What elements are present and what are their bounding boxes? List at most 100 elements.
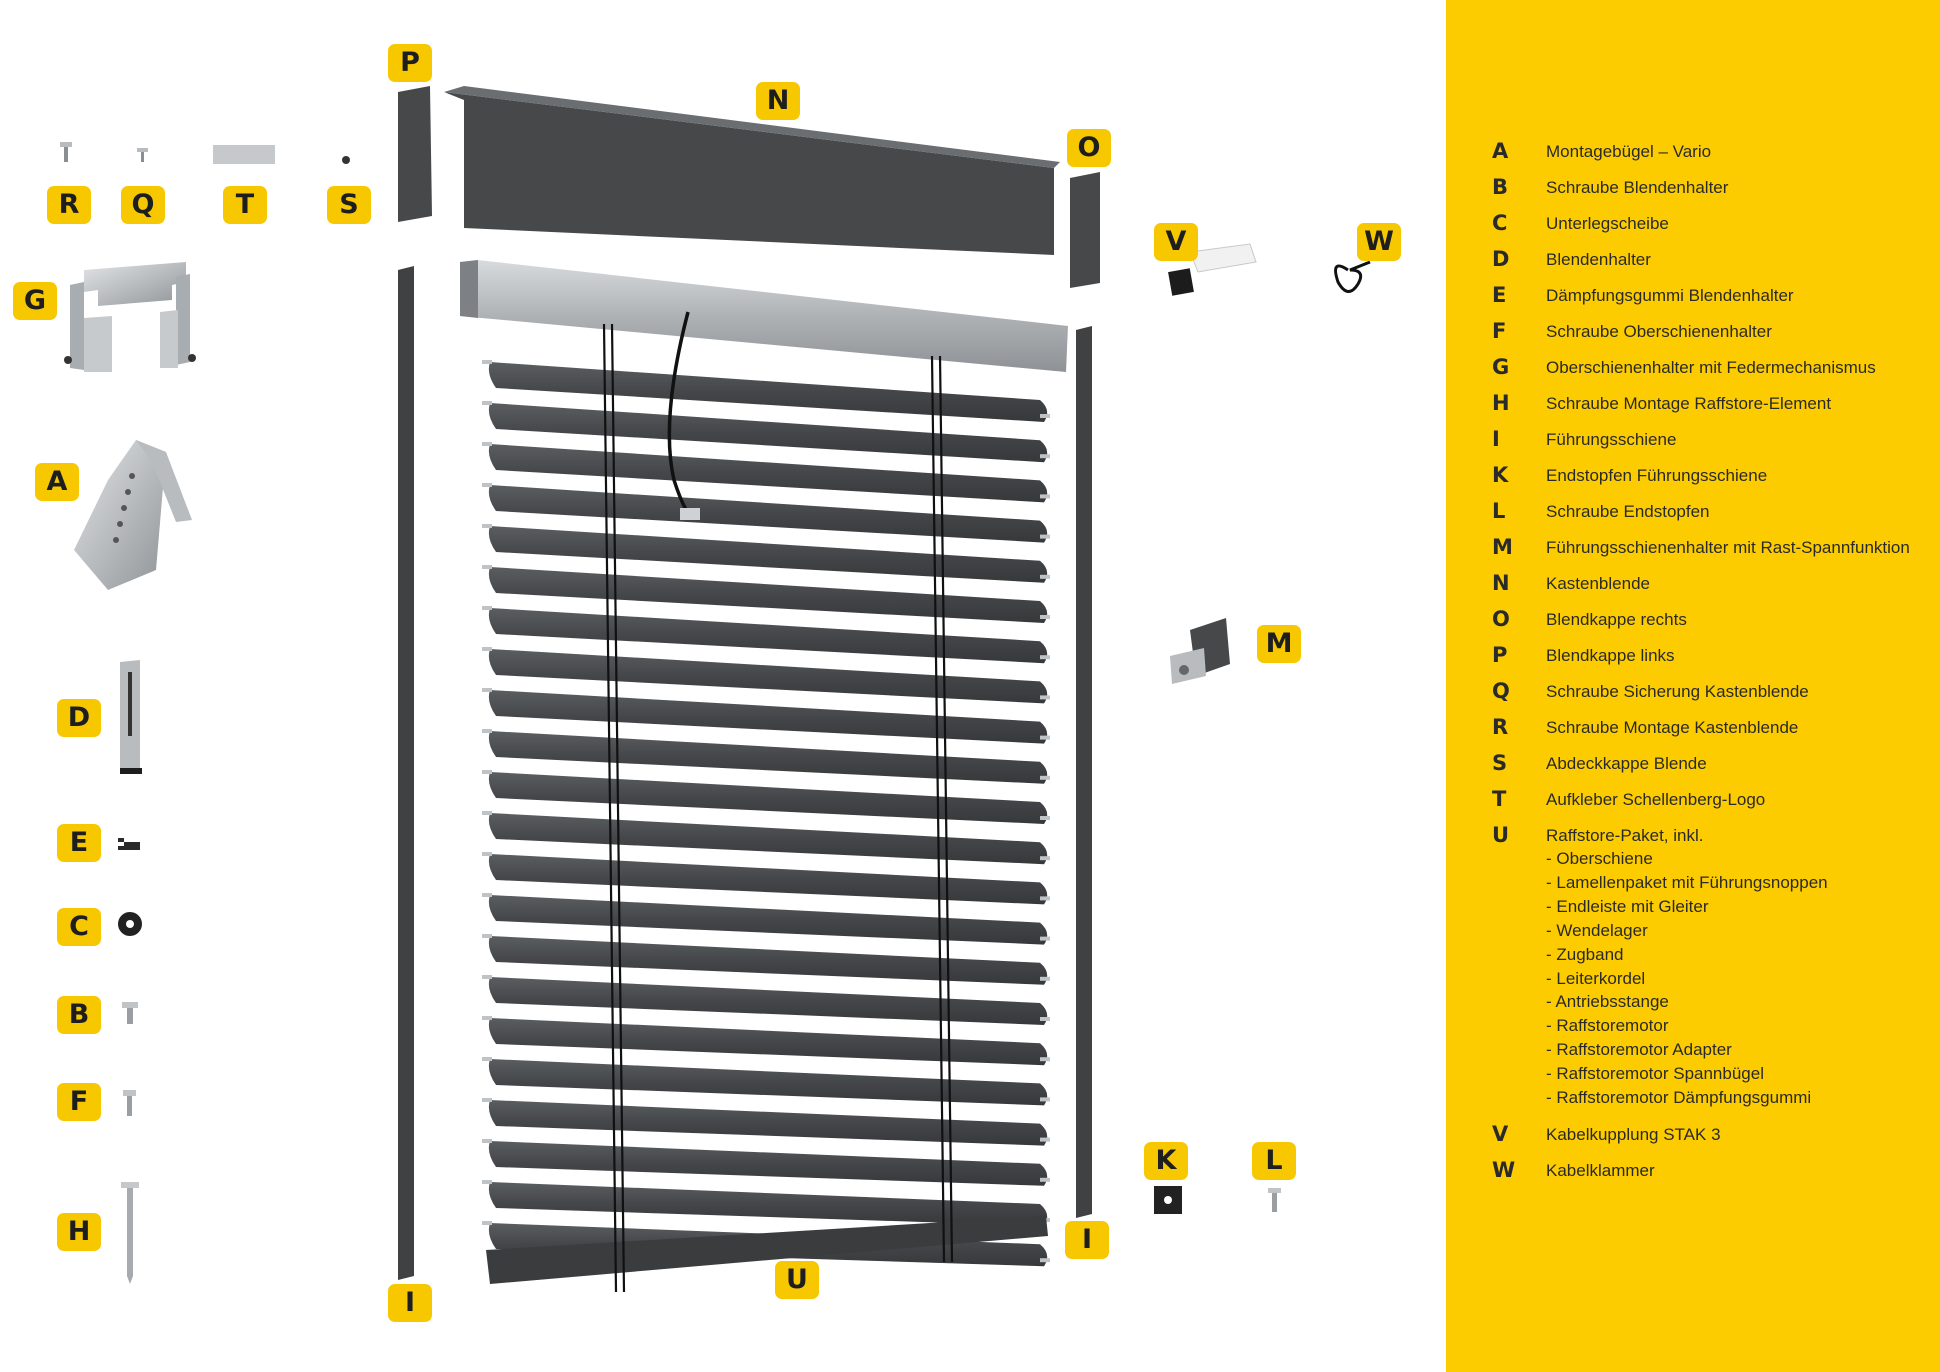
legend-entry-body: Führungsschienenhalter mit Rast-Spannfun… — [1546, 536, 1910, 559]
fascia-part-n — [444, 86, 1060, 255]
part-label-v: V — [1154, 223, 1198, 261]
legend-letter: M — [1492, 535, 1513, 559]
mounting-bracket-part-a — [74, 440, 192, 590]
legend-letter: V — [1492, 1121, 1509, 1146]
legend-letter: K — [1492, 463, 1509, 487]
legend-text: Schraube Blendenhalter — [1546, 178, 1729, 197]
legend-text: Montagebügel – Vario — [1546, 142, 1712, 161]
slat — [488, 362, 1048, 422]
legend-text: Blendenhalter — [1546, 250, 1651, 269]
guide-pin — [1040, 1097, 1050, 1102]
legend-text: Schraube Endstopfen — [1546, 502, 1710, 521]
legend-entry-body: Abdeckkappe Blende — [1546, 752, 1707, 775]
guide-pin — [1040, 1057, 1050, 1062]
guide-pin — [482, 688, 492, 692]
top-rail — [460, 260, 1068, 372]
slat — [488, 1141, 1048, 1186]
rail-bracket-part-g — [64, 262, 196, 372]
motor-cable — [667, 311, 700, 520]
right-end-cap-part-o — [1070, 172, 1100, 288]
legend-text: Unterlegscheibe — [1546, 214, 1669, 233]
legend-letter: G — [1492, 355, 1510, 379]
part-label-p: P — [388, 44, 432, 82]
guide-pin — [482, 729, 492, 733]
screw-part-r — [60, 142, 72, 162]
legend-letter: I — [1492, 427, 1500, 451]
legend-entry-body: Dämpfungsgummi Blendenhalter — [1546, 284, 1794, 307]
slat — [488, 485, 1048, 543]
legend-letter: B — [1492, 175, 1509, 199]
legend-entry-body: Kastenblende — [1546, 572, 1650, 595]
legend-text: Kastenblende — [1546, 574, 1650, 593]
legend-text: Schraube Oberschienenhalter — [1546, 322, 1772, 341]
part-label-t: T — [223, 186, 267, 224]
guide-pin — [1040, 534, 1050, 539]
guide-pin — [1040, 896, 1050, 901]
part-label-r: R — [47, 186, 91, 224]
legend-subitem: - Endleiste mit Gleiter — [1546, 896, 1709, 916]
legend-text: Oberschienenhalter mit Federmechanismus — [1546, 358, 1876, 377]
guide-pin — [1040, 454, 1050, 459]
logo-sticker-part-t — [213, 145, 275, 164]
slat — [488, 977, 1048, 1025]
exploded-parts-diagram — [60, 86, 1371, 1293]
part-label-d: D — [57, 699, 101, 737]
screw-part-l — [1268, 1188, 1281, 1212]
legend-subitem: - Antriebsstange — [1546, 992, 1669, 1012]
part-label-q: Q — [121, 186, 165, 224]
legend-entry-body: Blendkappe rechts — [1546, 608, 1687, 631]
legend-subitem: - Raffstoremotor — [1546, 1016, 1669, 1036]
screw-part-f — [123, 1090, 136, 1116]
legend-entry-body: Montagebügel – Vario — [1546, 140, 1711, 163]
guide-pin — [1040, 574, 1050, 579]
slat — [488, 731, 1048, 784]
guide-pin — [482, 1016, 492, 1020]
legend-entry-body: Schraube Oberschienenhalter — [1546, 320, 1772, 343]
slat — [488, 936, 1048, 985]
legend-subitem: - Oberschiene — [1546, 849, 1653, 868]
part-label-e: E — [57, 824, 101, 862]
guide-pin — [482, 975, 492, 979]
cover-cap-part-s — [342, 156, 350, 164]
guide-pin — [1040, 856, 1050, 861]
slat — [488, 444, 1048, 503]
legend-subitem: - Wendelager — [1546, 920, 1648, 940]
legend-item-f: F Schraube Oberschienenhalter — [1492, 320, 1932, 343]
cable-clip-part-w — [1334, 260, 1371, 293]
legend-entry-body: Führungsschiene — [1546, 428, 1676, 451]
part-label-h: H — [57, 1213, 101, 1251]
part-label-s: S — [327, 186, 371, 224]
guide-pin — [482, 647, 492, 651]
slat — [488, 567, 1048, 623]
cable-coupling-part-v — [1168, 243, 1257, 296]
legend-letter: H — [1492, 391, 1510, 415]
legend-entry-body: Raffstore-Paket, inkl.- Oberschiene- Lam… — [1546, 824, 1828, 1110]
legend-item-g: G Oberschienenhalter mit Federmechanismus — [1492, 356, 1932, 379]
guide-pin — [1040, 775, 1050, 780]
legend-letter: W — [1492, 1157, 1516, 1182]
legend-item-l: L Schraube Endstopfen — [1492, 500, 1932, 523]
screw-part-h — [121, 1182, 139, 1284]
guide-pin — [482, 893, 492, 897]
legend-entry-body: Oberschienenhalter mit Federmechanismus — [1546, 356, 1876, 379]
legend-letter: F — [1492, 319, 1507, 343]
legend-text: Blendkappe rechts — [1546, 610, 1687, 629]
slat — [488, 772, 1048, 824]
part-label-f: F — [57, 1083, 101, 1121]
part-label-i-right: I — [1065, 1221, 1109, 1259]
fascia-holder-part-d — [120, 660, 142, 774]
screw-part-q — [137, 148, 148, 162]
guide-pin — [482, 811, 492, 815]
guide-pin — [482, 852, 492, 856]
ladder-cords — [602, 323, 954, 1293]
guide-pin — [1040, 695, 1050, 700]
legend-text: Abdeckkappe Blende — [1546, 754, 1707, 773]
slat — [488, 854, 1048, 905]
legend-letter: L — [1492, 499, 1506, 523]
